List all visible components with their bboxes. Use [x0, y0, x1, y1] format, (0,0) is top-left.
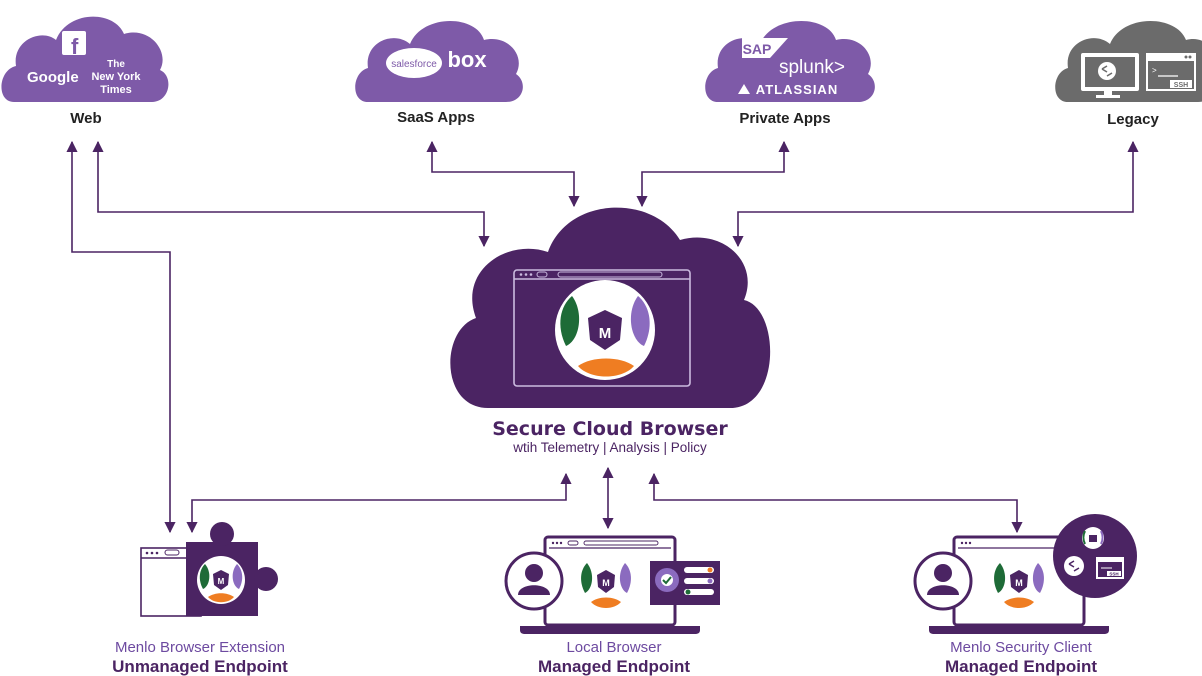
svg-text:M: M: [218, 577, 225, 586]
connector-saas-center: [426, 140, 580, 208]
local-menlo-logo: M: [578, 554, 634, 610]
policy-settings-icon: [650, 561, 720, 605]
nytimes-logo: The New York Times: [91, 59, 141, 96]
svg-text:SAP: SAP: [743, 41, 772, 57]
connector-web-center: [92, 140, 490, 248]
extension-name: Menlo Browser Extension: [114, 639, 286, 656]
splunk-logo: splunk>: [779, 57, 845, 78]
menlo-logo: M: [555, 280, 655, 380]
svg-text:ATLASSIAN: ATLASSIAN: [756, 82, 838, 97]
svg-text:Times: Times: [100, 84, 132, 96]
private-apps-label: Private Apps: [739, 110, 831, 127]
secure-cloud-browser-subtitle: wtih Telemetry | Analysis | Policy: [513, 440, 707, 455]
svg-text:New York: New York: [91, 71, 141, 83]
svg-text:M: M: [1015, 578, 1023, 588]
sap-logo: SAP: [742, 38, 788, 58]
browser-extension-endpoint: M: [140, 522, 278, 617]
connector-private-center: [636, 140, 790, 208]
svg-text:salesforce: salesforce: [391, 59, 437, 70]
client-agent-badge: SSH: [1053, 514, 1137, 598]
secure-cloud-browser-title: Secure Cloud Browser: [492, 418, 728, 440]
security-client-endpoint: M SSH: [913, 514, 1137, 634]
connector-center-extension: [186, 472, 572, 534]
extension-menlo-logo: M: [197, 556, 245, 604]
atlassian-logo: ATLASSIAN: [738, 82, 838, 97]
facebook-letter: f: [71, 34, 79, 59]
legacy-label: Legacy: [1107, 111, 1159, 128]
svg-text:SSH: SSH: [1109, 572, 1118, 577]
svg-text:M: M: [602, 578, 610, 588]
client-menlo-logo: M: [991, 554, 1047, 610]
extension-endpoint-type: Unmanaged Endpoint: [112, 657, 288, 676]
local-browser-name: Local Browser: [566, 639, 662, 656]
local-browser-endpoint: M: [504, 535, 720, 634]
salesforce-logo: salesforce: [386, 48, 442, 78]
saas-cloud: salesforce box: [355, 20, 523, 103]
ssh-terminal-icon: > SSH: [1146, 53, 1196, 91]
svg-text:>: >: [1152, 66, 1157, 75]
web-cloud: f Google The New York Times: [1, 16, 169, 103]
web-label: Web: [70, 110, 102, 127]
client-endpoint-type: Managed Endpoint: [944, 657, 1098, 676]
client-user-avatar-icon: [913, 551, 973, 611]
svg-text:SSH: SSH: [1174, 82, 1188, 89]
secure-cloud-browser: M: [450, 207, 771, 408]
connector-legacy-center: [732, 140, 1139, 248]
security-client-name: Menlo Security Client: [950, 639, 1092, 656]
box-logo: box: [447, 47, 487, 72]
svg-text:The: The: [107, 59, 125, 70]
connector-center-client: [648, 472, 1023, 534]
user-avatar-icon: [504, 551, 564, 611]
browser-window: [513, 269, 691, 387]
remote-desktop-icon: [1081, 53, 1139, 98]
saas-apps-label: SaaS Apps: [397, 109, 475, 126]
legacy-cloud: > SSH: [1055, 21, 1202, 102]
private-cloud: SAP splunk> ATLASSIAN: [705, 20, 875, 103]
connector-web-extension: [66, 140, 176, 534]
facebook-icon: f: [62, 31, 86, 59]
connectors: [66, 140, 1139, 534]
google-logo: Google: [27, 69, 79, 86]
svg-text:M: M: [599, 325, 612, 342]
local-endpoint-type: Managed Endpoint: [537, 657, 691, 676]
